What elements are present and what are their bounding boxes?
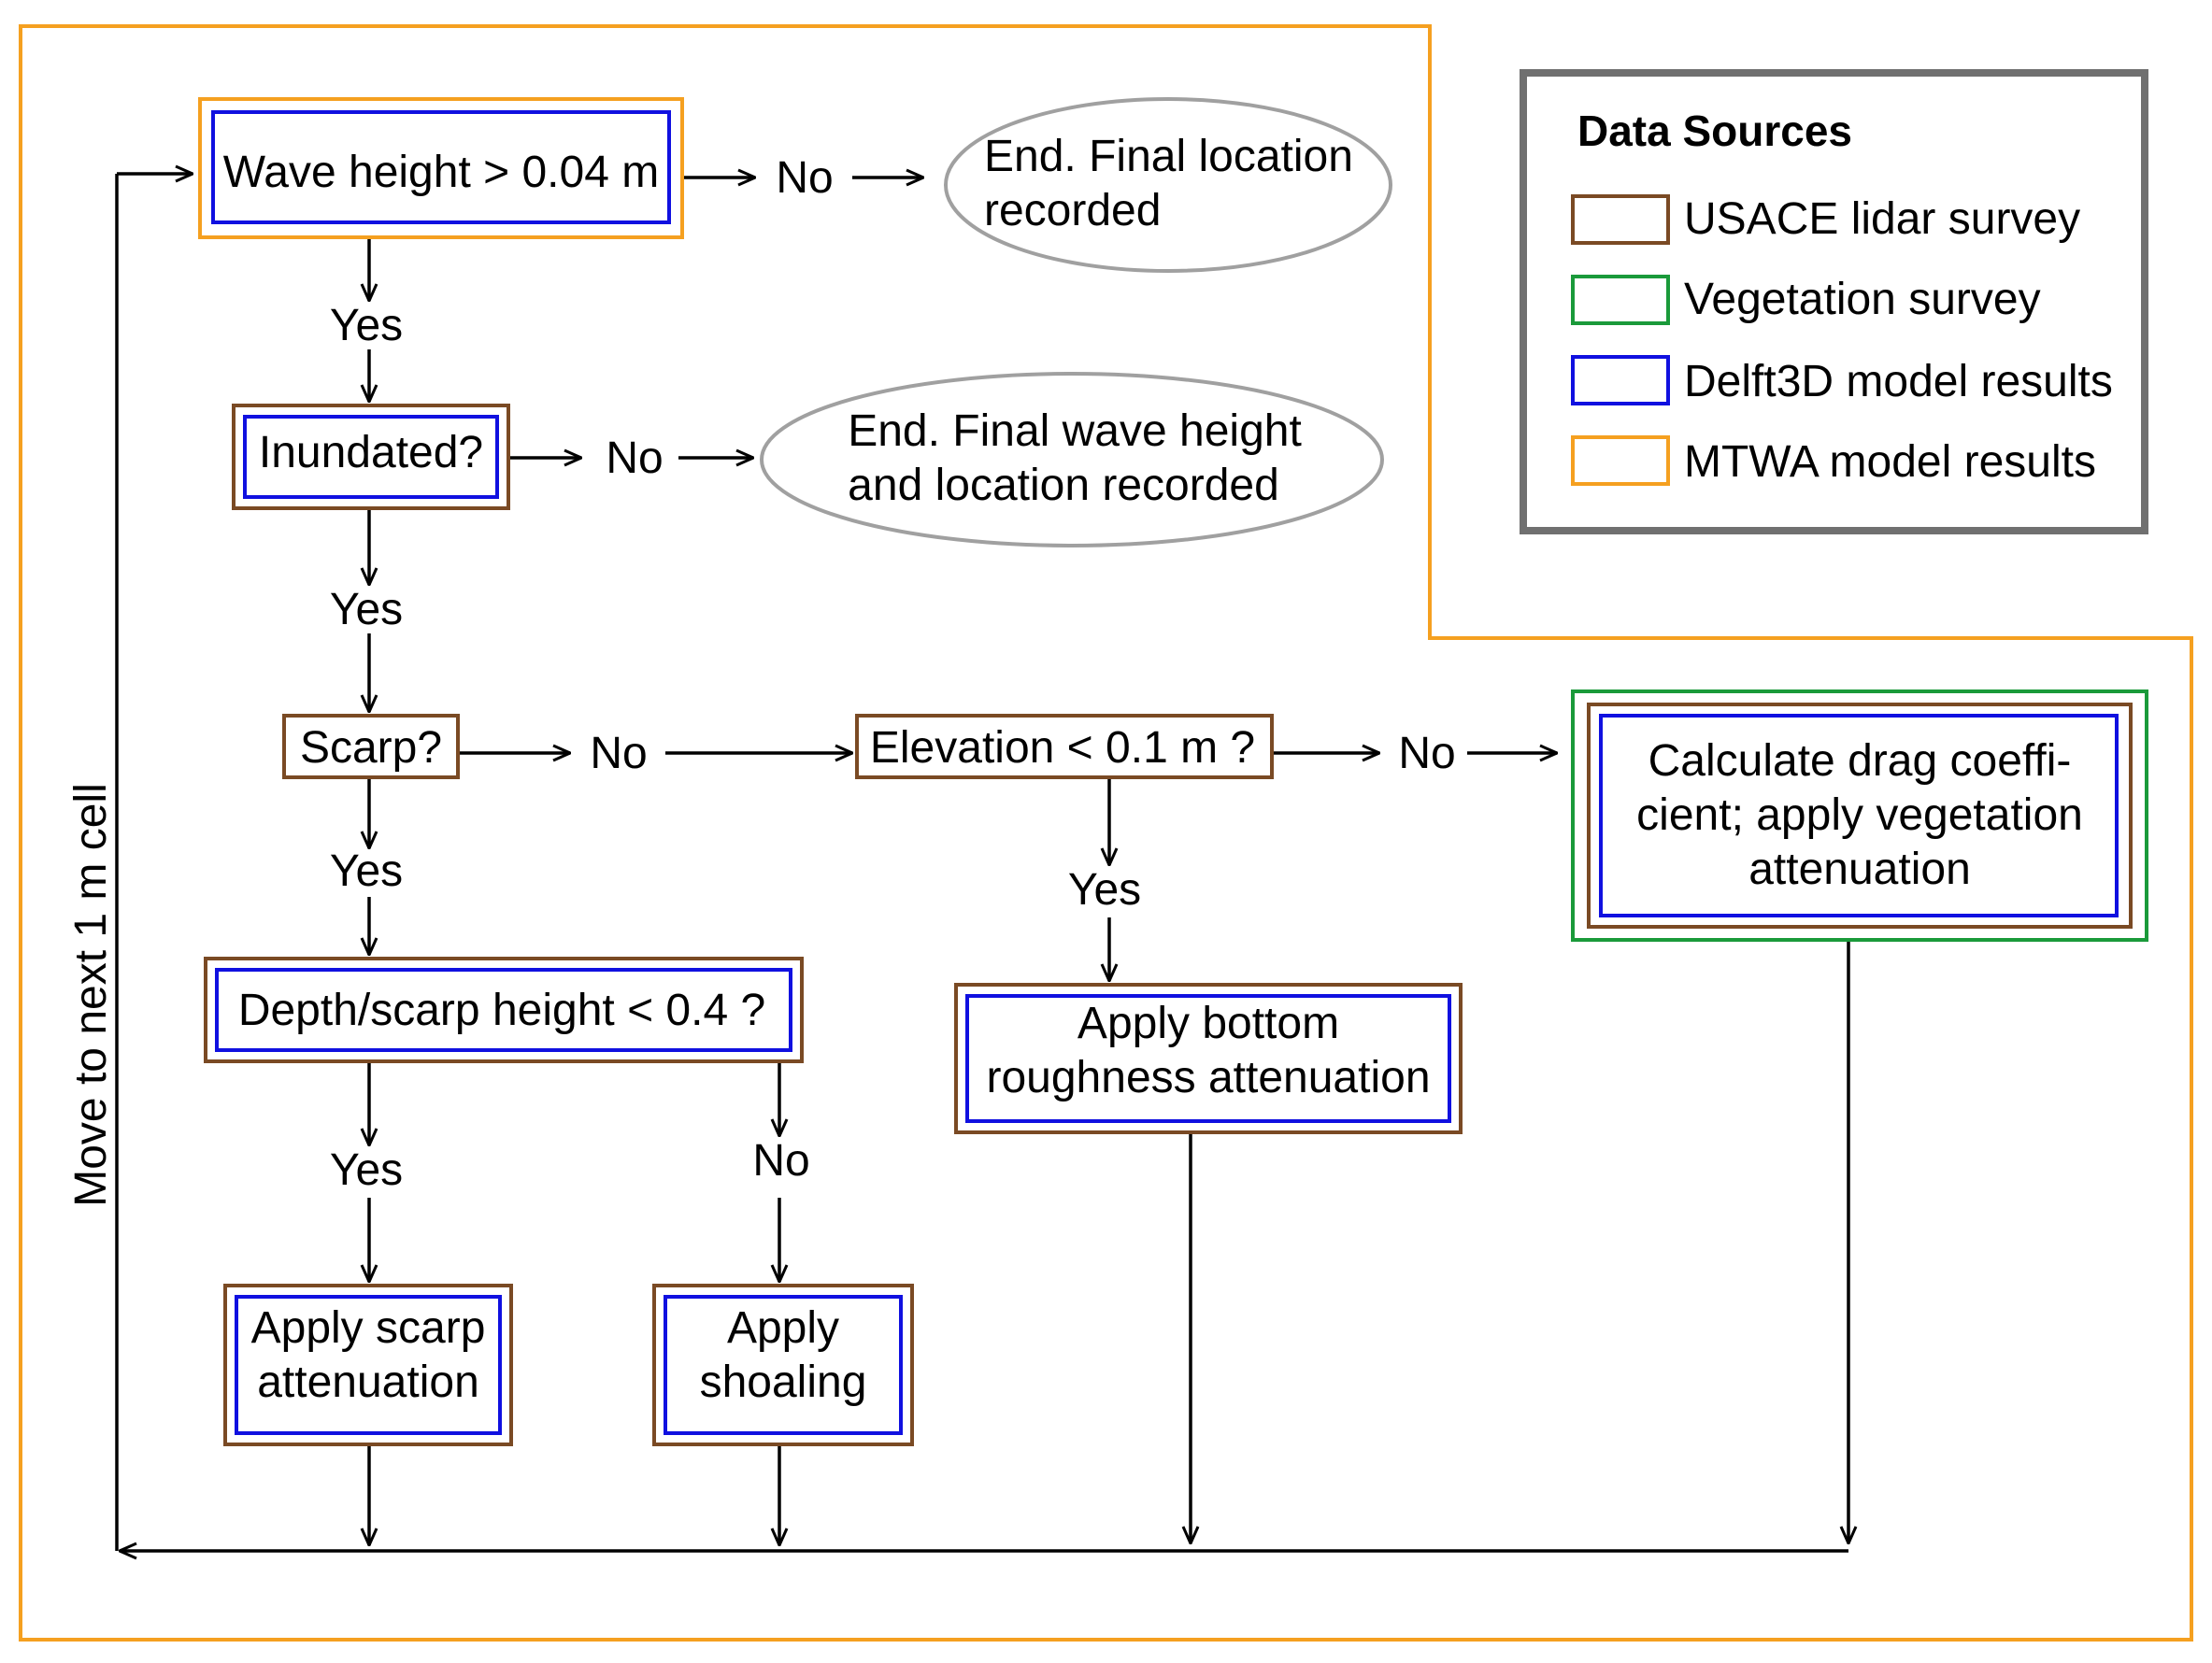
terminal-label-line: End. Final wave height: [848, 406, 1302, 456]
legend-swatch: [1571, 275, 1670, 325]
node-inner-frame: [965, 994, 1451, 1123]
node-delft-frame: [1599, 714, 2119, 917]
edge-label-yes: Yes: [1068, 865, 1141, 915]
edge-label-no: No: [606, 434, 663, 483]
legend-item-vegetation: Vegetation survey: [1571, 275, 2041, 325]
connectors: [115, 174, 1848, 1551]
node-outer-frame: [232, 404, 510, 510]
edge-label-no: No: [776, 153, 833, 203]
legend: Data Sources USACE lidar survey Vegetati…: [1520, 69, 2148, 534]
edge-label-no: No: [752, 1136, 809, 1186]
terminal-label-line: recorded: [984, 186, 1161, 235]
legend-item-mtwa: MTWA model results: [1571, 435, 2096, 487]
node-scarp: Scarp?: [282, 714, 460, 779]
legend-item-usace: USACE lidar survey: [1571, 194, 2080, 245]
node-inner-frame: [243, 415, 499, 499]
node-scarp-attenuation: Apply scarp attenuation: [223, 1284, 513, 1446]
legend-item-label: Vegetation survey: [1684, 275, 2041, 324]
legend-swatch: [1571, 435, 1670, 486]
edge-label-yes: Yes: [330, 1145, 403, 1195]
node-label: Wave height > 0.04 m: [223, 148, 659, 197]
node-frame: [282, 714, 460, 779]
node-wave-height: Wave height > 0.04 m: [198, 97, 684, 239]
node-label-line: Apply: [727, 1303, 839, 1353]
node-label-line: Apply scarp: [251, 1303, 486, 1353]
legend-title: Data Sources: [1577, 107, 1852, 155]
node-veg-frame: [1571, 689, 2148, 942]
legend-item-label: Delft3D model results: [1684, 357, 2113, 406]
mtwa-domain-outline: [19, 24, 2193, 1642]
node-label-line: attenuation: [257, 1357, 479, 1407]
node-inundated: Inundated?: [232, 404, 510, 510]
legend-swatch: [1571, 194, 1670, 245]
edge-label-yes: Yes: [330, 846, 403, 896]
node-outer-frame: [954, 983, 1463, 1134]
node-inner-frame: [211, 110, 671, 224]
legend-item-label: MTWA model results: [1684, 437, 2096, 487]
node-label: Scarp?: [300, 723, 442, 773]
node-outer-frame: [652, 1284, 914, 1446]
terminal-ellipse: [944, 97, 1392, 273]
terminal-end-wave-location: End. Final wave height and location reco…: [760, 372, 1384, 547]
node-outer-frame: [223, 1284, 513, 1446]
edge-label-yes: Yes: [330, 301, 403, 350]
node-outer-frame: [204, 957, 804, 1063]
terminal-ellipse: [760, 372, 1384, 547]
edge-labels: No Yes No Yes No No Yes Yes Yes No: [330, 153, 1456, 1195]
node-label: Elevation < 0.1 m ?: [870, 723, 1255, 773]
node-label: Depth/scarp height < 0.4 ?: [238, 986, 765, 1035]
node-outer-frame: [198, 97, 684, 239]
node-depth-scarp: Depth/scarp height < 0.4 ?: [204, 957, 804, 1063]
node-inner-frame: [235, 1295, 502, 1435]
node-label: Inundated?: [259, 428, 483, 477]
node-label-line: attenuation: [1748, 845, 1971, 894]
node-label-line: cient; apply vegetation: [1636, 790, 2083, 840]
legend-frame: [1520, 69, 2148, 534]
node-label-line: shoaling: [700, 1357, 867, 1407]
node-shoaling: Apply shoaling: [652, 1284, 914, 1446]
node-bottom-roughness: Apply bottom roughness attenuation: [954, 983, 1463, 1134]
legend-swatch: [1571, 355, 1670, 405]
terminal-end-location: End. Final location recorded: [944, 97, 1392, 273]
loop-label: Move to next 1 m cell: [66, 783, 116, 1207]
node-inner-frame: [664, 1295, 903, 1435]
node-usace-frame: [1587, 703, 2133, 929]
node-drag-coefficient: Calculate drag coeffi- cient; apply vege…: [1571, 689, 2148, 942]
node-elevation: Elevation < 0.1 m ?: [855, 714, 1274, 779]
edge-label-no: No: [590, 729, 647, 778]
legend-item-label: USACE lidar survey: [1684, 194, 2080, 244]
terminal-label-line: End. Final location: [984, 132, 1353, 181]
node-label-line: Calculate drag coeffi-: [1648, 736, 2072, 786]
terminal-label-line: and location recorded: [848, 461, 1279, 510]
edge-label-no: No: [1398, 729, 1455, 778]
node-label-line: Apply bottom: [1077, 999, 1339, 1048]
node-label-line: roughness attenuation: [986, 1053, 1430, 1102]
node-inner-frame: [215, 968, 792, 1052]
node-frame: [855, 714, 1274, 779]
edge-label-yes: Yes: [330, 585, 403, 634]
legend-item-delft3d: Delft3D model results: [1571, 355, 2113, 406]
